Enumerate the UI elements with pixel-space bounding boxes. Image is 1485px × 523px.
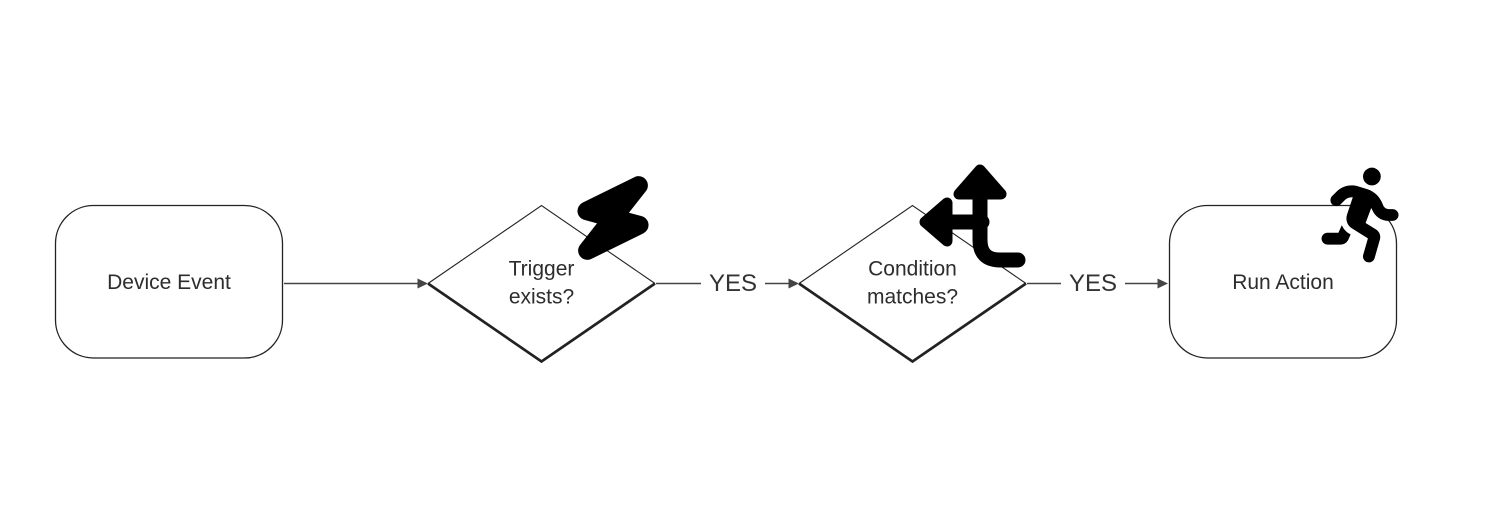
edge-label-yes-1: YES — [700, 267, 766, 301]
node-device-event-shape — [54, 204, 284, 359]
node-condition-matches-label: Condition matches? — [866, 257, 959, 309]
person-running-icon — [1321, 167, 1399, 263]
edge-device-to-trigger — [284, 278, 428, 289]
node-device-event-label: Device Event — [107, 270, 231, 294]
lightning-bolt-icon — [577, 176, 649, 260]
edge-label-yes-2: YES — [1060, 267, 1126, 301]
node-run-action-label: Run Action — [1232, 270, 1334, 294]
node-trigger-exists-label: Trigger exists? — [508, 257, 575, 309]
node-condition-matches-shape — [798, 204, 1027, 364]
arrows-split-up-left-icon — [919, 164, 1026, 268]
